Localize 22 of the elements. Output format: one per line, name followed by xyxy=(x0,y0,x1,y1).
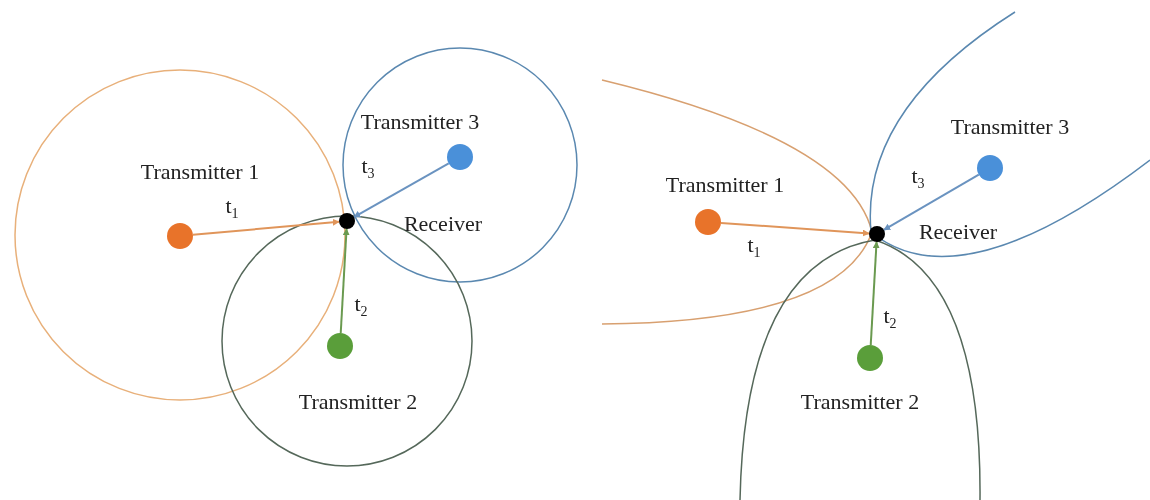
arrow xyxy=(339,228,350,334)
node-caption: Transmitter 3 xyxy=(360,111,480,133)
arrow xyxy=(352,162,450,219)
node-caption: Transmitter 1 xyxy=(140,161,260,183)
node-caption: Receiver xyxy=(403,213,483,235)
transmitter-dot xyxy=(695,209,721,235)
transmitter-dot xyxy=(327,333,353,359)
transmitter-dot xyxy=(977,155,1003,181)
node-caption: Transmitter 1 xyxy=(665,174,785,196)
node-caption: Transmitter 2 xyxy=(298,391,418,413)
node-caption: Transmitter 3 xyxy=(950,116,1070,138)
node-caption: Receiver xyxy=(918,221,998,243)
transmitter-dot xyxy=(857,345,883,371)
node-caption: Transmitter 2 xyxy=(800,391,920,413)
receiver-dot xyxy=(869,226,885,242)
receiver-dot xyxy=(339,213,355,229)
transmitter-dot xyxy=(447,144,473,170)
arrow xyxy=(869,241,880,346)
arrow xyxy=(882,173,980,231)
arrow xyxy=(191,218,341,236)
arrow xyxy=(719,221,870,237)
transmitter-dot xyxy=(167,223,193,249)
